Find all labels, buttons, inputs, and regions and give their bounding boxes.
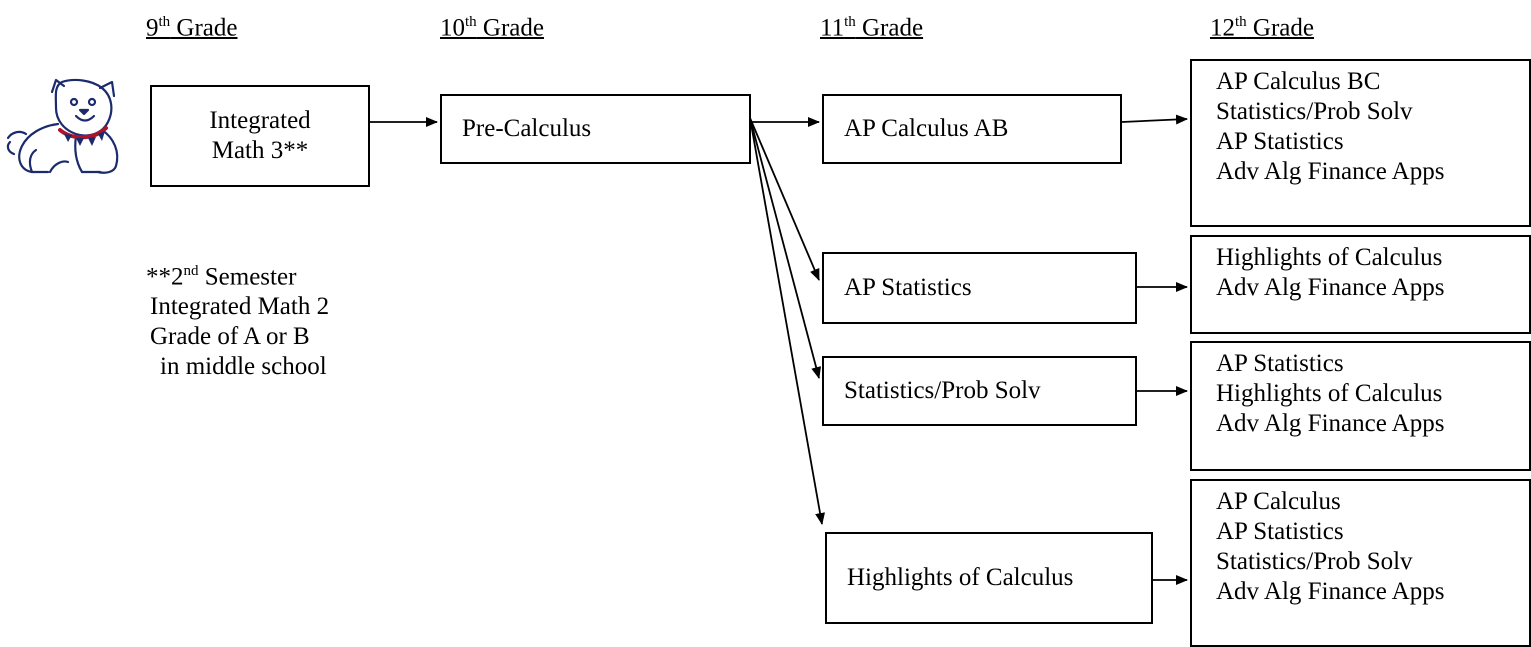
arrow-precalc-to-highlights [749, 117, 826, 525]
course-option: Statistics/Prob Solv [1216, 548, 1413, 575]
note-line: in middle school [160, 353, 327, 381]
course-ap-statistics: AP Statistics [822, 252, 1137, 324]
course-option: AP Statistics [1216, 518, 1344, 545]
arrow-precalc-to-stats-prob [749, 117, 822, 379]
course-label: Highlights of Calculus [847, 564, 1074, 591]
course-option: AP Statistics [1216, 128, 1344, 155]
course-label: Statistics/Prob Solv [844, 377, 1041, 404]
course-label: AP Calculus AB [844, 115, 1009, 142]
arrow-calc-ab-to-12 [1121, 114, 1188, 125]
course-pre-calculus: Pre-Calculus [440, 94, 751, 164]
note-line: Integrated Math 2 [150, 293, 330, 321]
header-grade-11: 11th Grade [820, 14, 924, 42]
course-statistics-prob-solv: Statistics/Prob Solv [822, 356, 1137, 426]
course-option: Highlights of Calculus [1216, 244, 1443, 271]
prerequisite-note: **2nd Semester Integrated Math 2 Grade o… [146, 263, 330, 381]
course-label: Pre-Calculus [462, 115, 592, 142]
course-option: AP Calculus BC [1216, 68, 1381, 95]
grade12-options-after-ap-stats: Highlights of Calculus Adv Alg Finance A… [1190, 235, 1531, 334]
course-option: Adv Alg Finance Apps [1216, 158, 1445, 185]
grade12-options-after-stats-prob: AP Statistics Highlights of Calculus Adv… [1190, 341, 1531, 471]
course-label: AP Statistics [844, 274, 972, 301]
course-option: Highlights of Calculus [1216, 380, 1443, 407]
header-grade-9: 9th Grade [146, 14, 238, 42]
bulldog-mascot-icon [6, 78, 119, 174]
course-option: AP Calculus [1216, 488, 1341, 515]
arrow-precalc-to-ap-stats [749, 117, 820, 281]
course-line: Integrated [209, 107, 311, 134]
grade12-options-after-calc-ab: AP Calculus BC Statistics/Prob Solv AP S… [1190, 59, 1531, 227]
course-option: AP Statistics [1216, 350, 1344, 377]
course-ap-calculus-ab: AP Calculus AB [822, 94, 1122, 164]
grade12-options-after-highlights: AP Calculus AP Statistics Statistics/Pro… [1190, 479, 1531, 647]
header-grade-12: 12th Grade [1210, 14, 1314, 42]
course-option: Statistics/Prob Solv [1216, 98, 1413, 125]
course-integrated-math-3: Integrated Math 3** [150, 85, 370, 187]
course-option: Adv Alg Finance Apps [1216, 410, 1445, 437]
course-option: Adv Alg Finance Apps [1216, 274, 1445, 301]
header-grade-10: 10th Grade [440, 14, 544, 42]
note-line: Grade of A or B [150, 323, 310, 351]
course-option: Adv Alg Finance Apps [1216, 578, 1445, 605]
course-highlights-of-calculus: Highlights of Calculus [825, 532, 1153, 624]
course-line: Math 3** [211, 137, 309, 164]
